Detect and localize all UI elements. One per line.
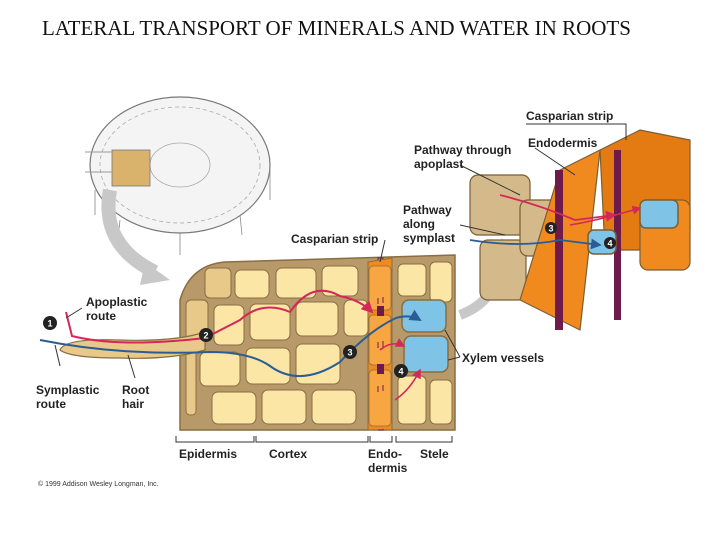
label-xylem-vessels: Xylem vessels bbox=[462, 351, 544, 365]
label-endodermis-bottom: Endo- dermis bbox=[368, 447, 408, 475]
label-pathway-symplast: Pathway along symplast bbox=[403, 203, 455, 245]
symplastic-route-path bbox=[39, 309, 422, 378]
marker-1: 1 bbox=[43, 316, 57, 330]
svg-text:1: 1 bbox=[47, 319, 52, 329]
marker-4: 4 bbox=[394, 364, 408, 378]
svg-text:3: 3 bbox=[347, 348, 352, 358]
label-casparian-strip-top: Casparian strip bbox=[526, 109, 613, 123]
slide-title: LATERAL TRANSPORT OF MINERALS AND WATER … bbox=[42, 16, 631, 40]
marker-3: 3 bbox=[343, 345, 357, 359]
xylem-vessels bbox=[401, 299, 449, 373]
inset-endodermis-detail bbox=[469, 129, 691, 331]
label-apoplastic-route: Apoplastic route bbox=[86, 295, 151, 323]
label-epidermis: Epidermis bbox=[179, 447, 237, 461]
marker-inset-4: 4 bbox=[604, 237, 616, 249]
marker-inset-3: 3 bbox=[545, 222, 557, 234]
copyright-text: © 1999 Addison Wesley Longman, Inc. bbox=[38, 481, 159, 488]
label-cortex: Cortex bbox=[269, 447, 307, 461]
label-endodermis-top: Endodermis bbox=[528, 136, 598, 150]
label-root-hair: Root hair bbox=[122, 383, 153, 411]
tissue-block bbox=[59, 254, 456, 431]
label-stele: Stele bbox=[420, 447, 449, 461]
zoom-arrow-left bbox=[101, 188, 159, 279]
label-casparian-strip-mid: Casparian strip bbox=[291, 232, 378, 246]
marker-2: 2 bbox=[199, 328, 213, 342]
apoplastic-route-path bbox=[65, 289, 374, 344]
svg-text:4: 4 bbox=[398, 367, 403, 377]
root-cross-section bbox=[85, 96, 271, 255]
svg-text:4: 4 bbox=[607, 239, 612, 249]
label-pathway-apoplast: Pathway through apoplast bbox=[414, 143, 515, 171]
svg-text:3: 3 bbox=[548, 224, 553, 234]
label-symplastic-route: Symplastic route bbox=[36, 383, 103, 411]
svg-text:2: 2 bbox=[203, 331, 208, 341]
